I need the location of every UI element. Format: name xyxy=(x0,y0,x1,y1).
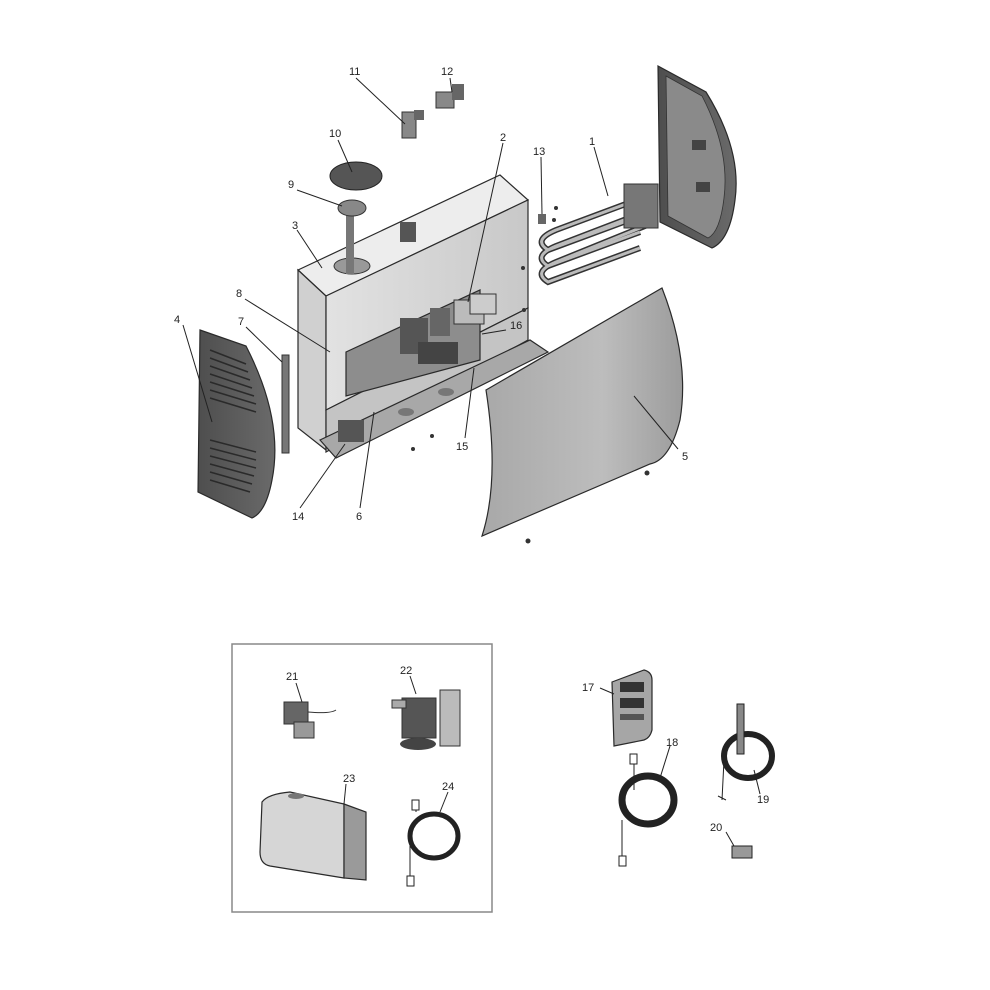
callout-12: 12 xyxy=(441,66,453,78)
side-cover xyxy=(197,329,276,519)
sensor-coil-19 xyxy=(717,703,775,801)
callout-14: 14 xyxy=(292,511,304,523)
cable-coil-24 xyxy=(406,799,461,887)
callout-20: 20 xyxy=(710,822,722,834)
pump-unit xyxy=(391,689,461,750)
callout-17: 17 xyxy=(582,682,594,694)
callout-18: 18 xyxy=(666,737,678,749)
disc-part xyxy=(329,161,383,191)
callout-labels: 11 12 10 2 13 1 9 3 8 4 7 16 15 5 14 6 2… xyxy=(174,66,769,834)
callout-2: 2 xyxy=(500,132,506,144)
callout-16: 16 xyxy=(510,320,522,332)
callout-22: 22 xyxy=(400,665,412,677)
leader-lines xyxy=(182,77,761,847)
callout-11: 11 xyxy=(349,66,360,78)
cabinet-assembly xyxy=(296,174,550,459)
steam-generator-housing xyxy=(259,791,367,881)
callout-3: 3 xyxy=(292,220,298,232)
control-panel xyxy=(611,669,653,747)
callout-7: 7 xyxy=(238,316,244,328)
valve-part-11 xyxy=(401,110,424,139)
small-fitting-13 xyxy=(538,214,546,224)
cable-coil-18 xyxy=(618,753,678,867)
solenoid-valve xyxy=(283,701,337,739)
accessory-kit-box xyxy=(231,643,493,913)
callout-19: 19 xyxy=(757,794,769,806)
callout-5: 5 xyxy=(682,451,688,463)
callout-13: 13 xyxy=(533,146,545,158)
callout-10: 10 xyxy=(329,128,341,140)
front-cover-sheet xyxy=(481,287,684,538)
rod-part xyxy=(281,354,290,454)
cap-part-20 xyxy=(731,845,753,859)
callout-8: 8 xyxy=(236,288,242,300)
valve-part-12 xyxy=(435,84,464,109)
callout-23: 23 xyxy=(343,773,355,785)
heating-element-assembly xyxy=(538,64,737,286)
callout-21: 21 xyxy=(286,671,298,683)
callout-15: 15 xyxy=(456,441,468,453)
screws xyxy=(411,206,650,544)
callout-6: 6 xyxy=(356,511,362,523)
callout-4: 4 xyxy=(174,314,180,326)
callout-24: 24 xyxy=(442,781,454,793)
callout-9: 9 xyxy=(288,179,294,191)
callout-1: 1 xyxy=(589,136,595,148)
